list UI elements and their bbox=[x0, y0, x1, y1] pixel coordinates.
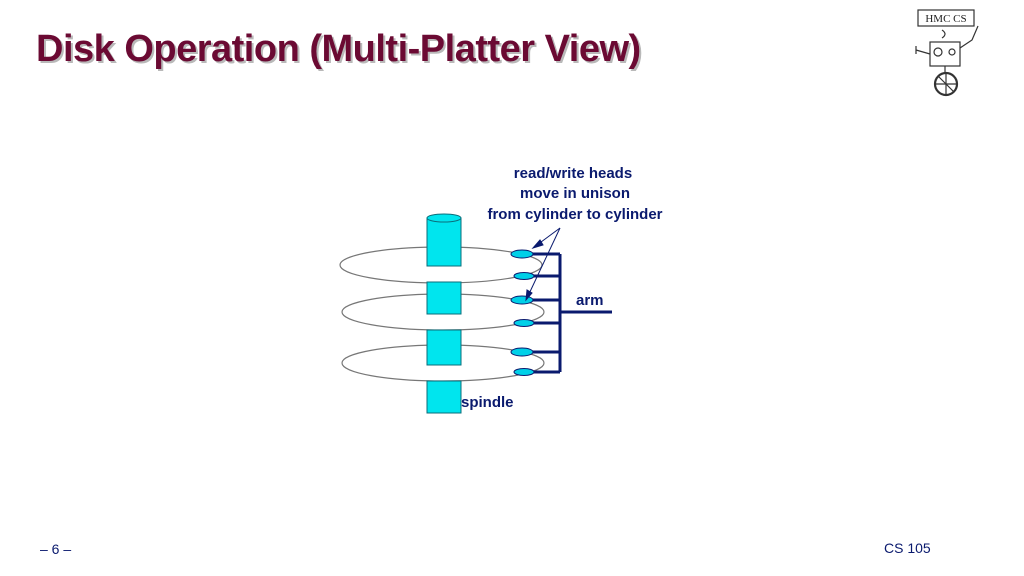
spindle-label: spindle bbox=[461, 394, 514, 411]
head-3-bottom bbox=[513, 368, 535, 376]
heads-label-line-1: read/write heads bbox=[514, 165, 632, 182]
hmc-cs-logo: HMC CS bbox=[915, 9, 979, 97]
spindle-segment-1 bbox=[426, 217, 462, 267]
slide-number: – 6 – bbox=[40, 541, 72, 557]
spindle-segment-2 bbox=[426, 281, 462, 315]
arrow-head-2 bbox=[525, 289, 533, 302]
arm-label: arm bbox=[576, 292, 604, 309]
spindle-top-cap bbox=[426, 213, 462, 223]
read-write-heads bbox=[510, 249, 535, 376]
pointer-arrows bbox=[525, 227, 561, 302]
head-2-top bbox=[510, 295, 534, 305]
logo-text: HMC CS bbox=[925, 13, 966, 25]
course-label: CS 105 bbox=[884, 540, 931, 556]
head-2-bottom bbox=[513, 319, 535, 327]
heads-label-line-2: move in unison bbox=[520, 185, 630, 202]
spindle bbox=[426, 213, 462, 414]
spindle-segment-3 bbox=[426, 329, 462, 366]
slide-title: Disk Operation (Multi-Platter View) bbox=[36, 28, 641, 70]
head-1-bottom bbox=[513, 272, 535, 280]
logo-banner bbox=[917, 9, 975, 27]
arrow-head-1 bbox=[531, 239, 544, 249]
arm-assembly bbox=[530, 252, 612, 374]
head-1-top bbox=[510, 249, 534, 259]
head-3-top bbox=[510, 347, 534, 357]
spindle-segment-4 bbox=[426, 380, 462, 414]
heads-label-line-3: from cylinder to cylinder bbox=[487, 206, 662, 223]
